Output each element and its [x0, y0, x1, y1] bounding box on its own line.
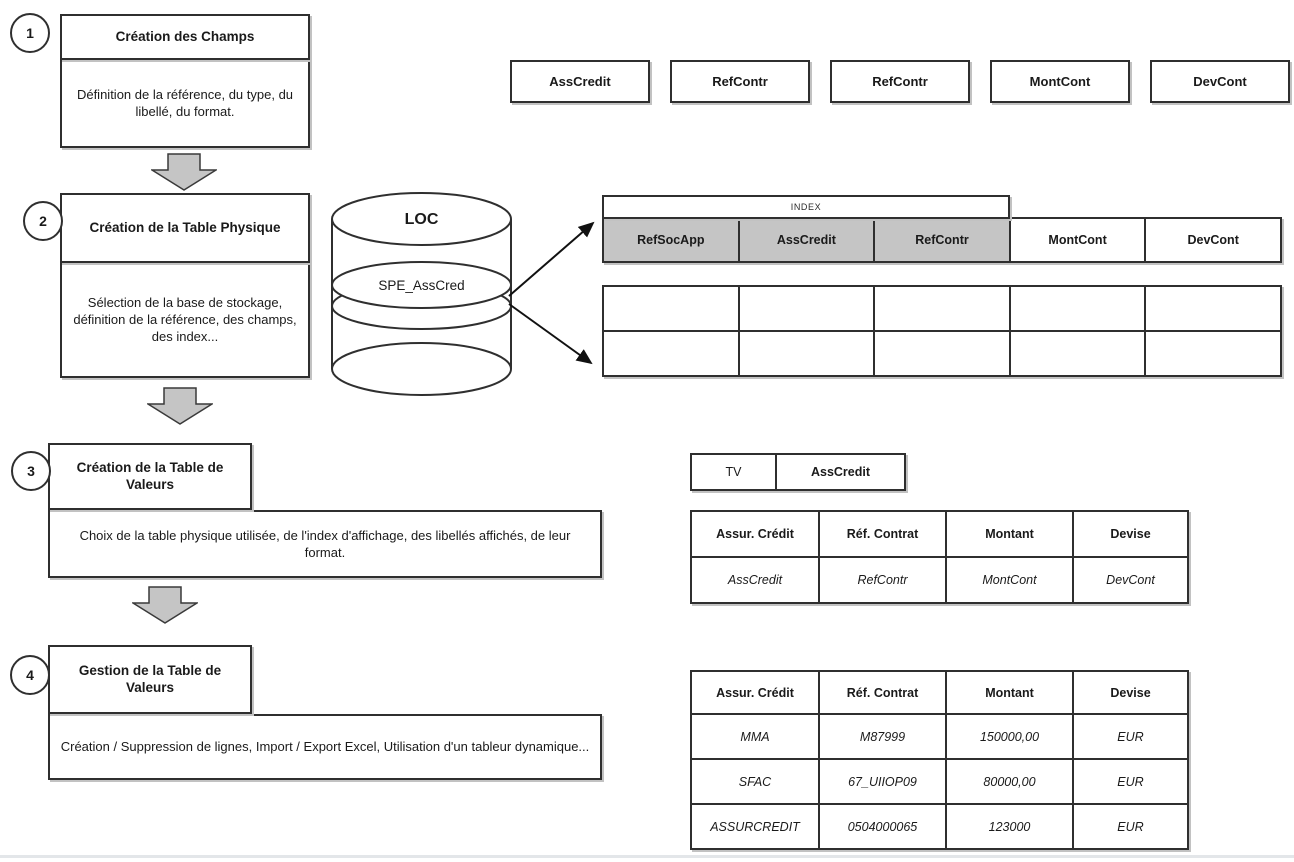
connector-arrows — [495, 205, 610, 380]
step-1-description-box: Définition de la référence, du type, du … — [60, 58, 310, 148]
index-column-refsocapp: RefSocApp — [604, 219, 740, 261]
step-2-title-box: Création de la Table Physique — [60, 193, 310, 263]
definition-table-row: AssCredit RefContr MontCont DevCont — [690, 556, 1189, 604]
data-cell: 80000,00 — [945, 758, 1074, 805]
values-table-row: SFAC 67_UIIOP09 80000,00 EUR — [690, 758, 1189, 805]
data-cell: MMA — [690, 713, 820, 760]
database-cylinder-icon: LOC SPE_AssCred — [325, 186, 521, 408]
data-cell: AssCredit — [690, 556, 820, 604]
data-cell: EUR — [1072, 803, 1189, 850]
index-empty-rows — [602, 285, 1282, 377]
step-3-number: 3 — [27, 463, 35, 479]
definition-table-header-row: Assur. Crédit Réf. Contrat Montant Devis… — [690, 510, 1189, 558]
step-1-number-badge: 1 — [10, 13, 50, 53]
step-4-number: 4 — [26, 667, 34, 683]
step-4-description-box: Création / Suppression de lignes, Import… — [48, 714, 602, 780]
header-cell: Assur. Crédit — [690, 510, 820, 558]
header-cell: Montant — [945, 510, 1074, 558]
index-column-devcont: DevCont — [1187, 233, 1239, 247]
step-3-description-box: Choix de la table physique utilisée, de … — [48, 510, 602, 578]
database-name: LOC — [405, 211, 439, 228]
step-4-title-box: Gestion de la Table de Valeurs — [48, 645, 252, 714]
field-box-devcont: DevCont — [1150, 60, 1290, 103]
step-1-number: 1 — [26, 25, 34, 41]
flow-down-arrow-icon — [145, 387, 215, 430]
data-cell: SFAC — [690, 758, 820, 805]
data-cell: MontCont — [945, 556, 1074, 604]
flow-down-arrow-icon — [130, 586, 200, 629]
header-cell: Réf. Contrat — [818, 670, 947, 715]
step-2-number-badge: 2 — [23, 201, 63, 241]
database-segment: SPE_AssCred — [378, 278, 464, 293]
step-3-title-box: Création de la Table de Valeurs — [48, 443, 252, 510]
step-2-description-box: Sélection de la base de stockage, défini… — [60, 261, 310, 378]
flow-down-arrow-icon — [149, 153, 219, 196]
empty-row-1 — [604, 287, 1280, 330]
index-header-box: INDEX — [602, 195, 1010, 219]
index-column-montcont: MontCont — [1011, 219, 1147, 261]
field-box-montcont: MontCont — [990, 60, 1130, 103]
step-1-title-box: Création des Champs — [60, 14, 310, 60]
header-cell: Assur. Crédit — [690, 670, 820, 715]
empty-row-2 — [604, 330, 1280, 375]
field-box-refcontr-1: RefContr — [670, 60, 810, 103]
bottom-divider — [0, 855, 1294, 858]
field-box-asscredit: AssCredit — [510, 60, 650, 103]
tv-table: TV AssCredit — [690, 453, 906, 491]
arrow-to-index-header — [508, 221, 595, 297]
data-cell: 123000 — [945, 803, 1074, 850]
data-cell: RefContr — [818, 556, 947, 604]
header-cell: Montant — [945, 670, 1074, 715]
data-cell: EUR — [1072, 713, 1189, 760]
field-box-refcontr-2: RefContr — [830, 60, 970, 103]
values-table-row: MMA M87999 150000,00 EUR — [690, 713, 1189, 760]
data-cell: 0504000065 — [818, 803, 947, 850]
index-column-row: RefSocApp AssCredit RefContr MontCont De… — [602, 217, 1282, 263]
values-table-header-row: Assur. Crédit Réf. Contrat Montant Devis… — [690, 670, 1189, 715]
header-cell: Devise — [1072, 670, 1189, 715]
step-3-number-badge: 3 — [11, 451, 51, 491]
index-column-asscredit: AssCredit — [739, 219, 876, 261]
header-cell: Devise — [1072, 510, 1189, 558]
index-column-refcontr: RefContr — [875, 219, 1011, 261]
tv-name-cell: AssCredit — [775, 453, 906, 491]
data-cell: EUR — [1072, 758, 1189, 805]
header-cell: Réf. Contrat — [818, 510, 947, 558]
data-cell: DevCont — [1072, 556, 1189, 604]
values-table: Assur. Crédit Réf. Contrat Montant Devis… — [690, 670, 1189, 850]
arrow-to-index-rows — [508, 303, 593, 365]
tv-type-cell: TV — [690, 453, 777, 491]
data-cell: ASSURCREDIT — [690, 803, 820, 850]
definition-table: Assur. Crédit Réf. Contrat Montant Devis… — [690, 510, 1189, 604]
data-cell: 150000,00 — [945, 713, 1074, 760]
values-table-row: ASSURCREDIT 0504000065 123000 EUR — [690, 803, 1189, 850]
step-2-number: 2 — [39, 213, 47, 229]
data-cell: 67_UIIOP09 — [818, 758, 947, 805]
data-cell: M87999 — [818, 713, 947, 760]
step-4-number-badge: 4 — [10, 655, 50, 695]
